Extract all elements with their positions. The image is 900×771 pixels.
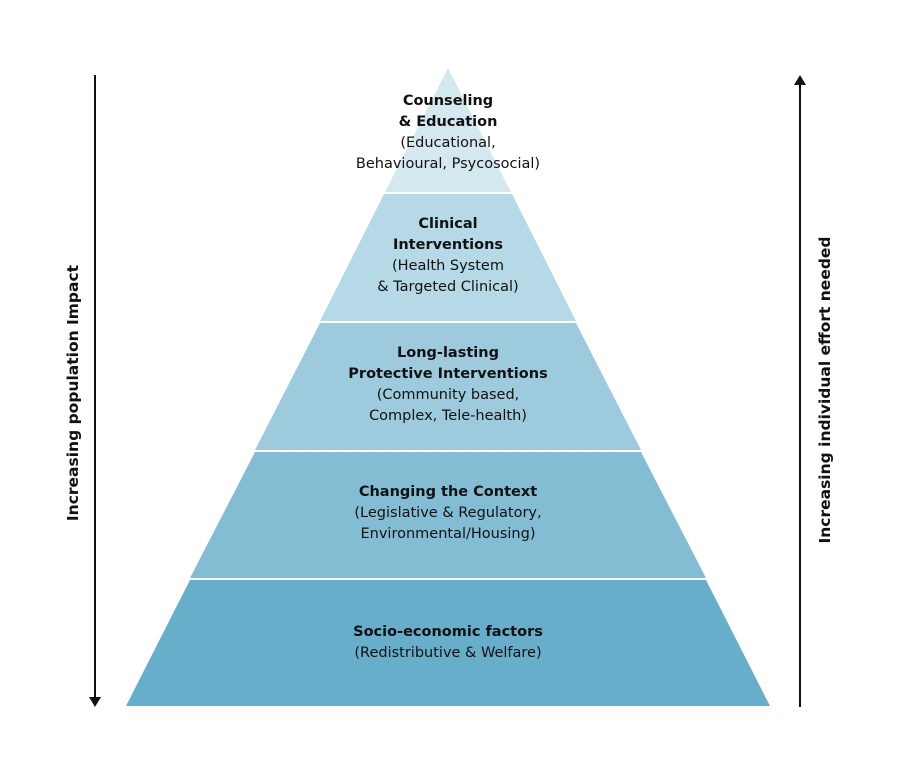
- right-axis-label: Increasing individual effort needed: [816, 236, 834, 544]
- layer-subtitle: (Legislative & Regulatory,: [354, 505, 542, 521]
- layer-label-long-lasting: Long-lasting Protective Interventions (C…: [248, 343, 648, 427]
- layer-label-context: Changing the Context (Legislative & Regu…: [248, 482, 648, 545]
- layer-label-socioeconomic: Socio-economic factors (Redistributive &…: [248, 622, 648, 664]
- layer-title: Socio-economic factors: [353, 624, 543, 640]
- layer-title: Counseling: [402, 93, 494, 109]
- layer-title: & Education: [398, 114, 498, 130]
- layer-subtitle: (Community based,: [376, 387, 520, 403]
- layer-label-counseling: Counseling & Education (Educational, Beh…: [248, 91, 648, 175]
- layer-subtitle: (Educational,: [400, 135, 496, 151]
- layer-subtitle: Complex, Tele-health): [369, 408, 527, 424]
- layer-title: Long-lasting: [397, 345, 499, 361]
- pyramid-layer-counseling: [385, 68, 511, 192]
- pyramid-layer-long-lasting: [255, 323, 641, 450]
- layer-subtitle: & Targeted Clinical): [377, 279, 519, 295]
- pyramid-layer-context: [190, 452, 706, 578]
- layer-title: Protective Interventions: [348, 366, 548, 382]
- layer-title: Changing the Context: [358, 484, 538, 500]
- layer-subtitle: (Redistributive & Welfare): [354, 645, 542, 661]
- right-arrow-head-icon: [794, 75, 806, 85]
- layer-label-clinical: Clinical Interventions (Health System & …: [248, 214, 648, 298]
- pyramid-layer-clinical: [320, 194, 576, 321]
- layer-subtitle: Environmental/Housing): [360, 526, 536, 542]
- left-arrow-head-icon: [89, 697, 101, 707]
- pyramid-layer-socioeconomic: [126, 580, 770, 706]
- left-axis-label: Increasing population Impact: [64, 264, 82, 522]
- layer-subtitle: (Health System: [392, 258, 504, 274]
- layer-title: Clinical: [418, 216, 478, 232]
- layer-subtitle: Behavioural, Psycosocial): [355, 156, 541, 172]
- layer-title: Interventions: [392, 237, 504, 253]
